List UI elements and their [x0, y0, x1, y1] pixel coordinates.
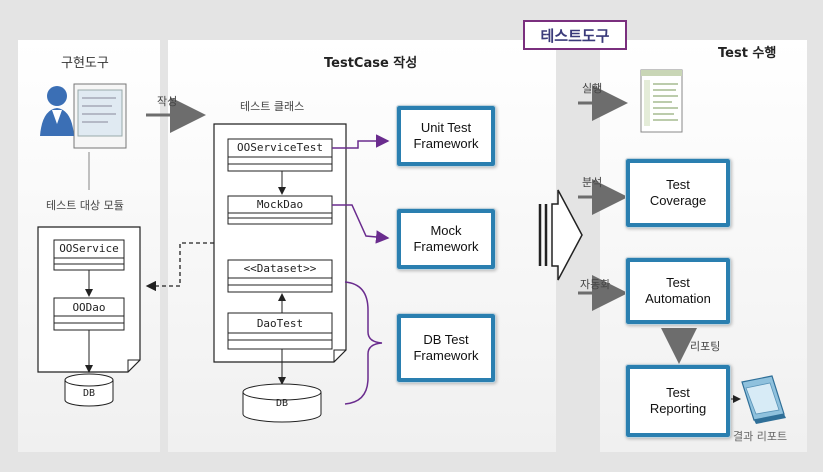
db-left-text: DB: [82, 388, 96, 399]
oo-service-test-box: [227, 138, 333, 172]
dao-test-text: DaoTest: [256, 317, 304, 330]
report-book-icon: [741, 375, 786, 424]
coverage-line2: Coverage: [649, 193, 707, 208]
reporting-line2: Reporting: [649, 401, 707, 416]
mock-framework-connector: [332, 204, 390, 244]
test-run-header: Test 수행: [718, 46, 777, 61]
oo-dao-box: [53, 297, 125, 331]
testcase-header: TestCase 작성: [324, 56, 418, 71]
db-framework-line1: DB Test: [423, 332, 469, 347]
unit-framework-line1: Unit Test: [420, 120, 472, 135]
big-transition-arrow: [538, 189, 583, 281]
test-class-label: 테스트 클래스: [240, 100, 305, 113]
test-class-document: [213, 123, 347, 363]
unit-framework-line2: Framework: [413, 136, 479, 151]
dataset-text: <<Dataset>>: [243, 262, 317, 275]
dashed-test-target-arrow: [145, 242, 214, 292]
mock-framework-line1: Mock: [430, 223, 462, 238]
automation-line2: Automation: [645, 291, 711, 306]
developer-pc-icon: [40, 83, 127, 149]
run-label: 실행: [582, 82, 603, 95]
db-framework-brace: [344, 281, 383, 405]
analysis-label: 분석: [582, 176, 603, 189]
automation-label: 자동화: [580, 278, 611, 291]
test-tool-badge: 테스트도구: [523, 20, 627, 50]
impl-tool-header: 구현도구: [61, 56, 109, 71]
db-left-cylinder: [64, 373, 114, 407]
unit-framework-connector: [332, 134, 390, 149]
result-report-label: 결과 리포트: [733, 430, 788, 443]
oo-service-test-text: OOServiceTest: [236, 141, 324, 154]
db-center-text: DB: [275, 398, 289, 409]
mock-dao-text: MockDao: [256, 198, 304, 211]
reporting-line1: Test: [666, 385, 690, 400]
dao-test-box: [227, 312, 333, 350]
db-center-cylinder: [242, 383, 322, 423]
mock-framework-line2: Framework: [413, 239, 479, 254]
coverage-line1: Test: [666, 177, 690, 192]
oo-dao-text: OODao: [72, 301, 106, 314]
target-module-label: 테스트 대상 모듈: [46, 199, 124, 212]
dataset-box: [227, 259, 333, 293]
screenshot-thumbnail-icon: [640, 69, 683, 133]
write-label: 작성: [157, 95, 178, 108]
db-framework-line2: Framework: [413, 348, 479, 363]
oo-service-text: OOService: [59, 242, 119, 255]
automation-line1: Test: [666, 275, 690, 290]
mock-dao-box: [227, 195, 333, 225]
reporting-label: 리포팅: [690, 340, 721, 353]
